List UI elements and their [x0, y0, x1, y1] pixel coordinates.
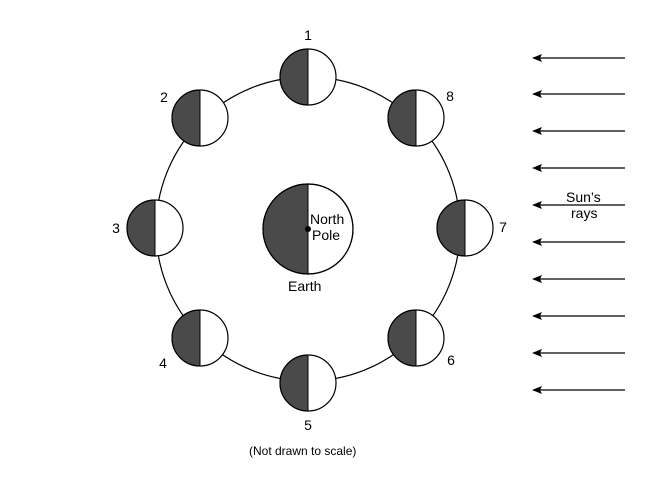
sun-label-line1: Sun’s: [566, 189, 601, 205]
moon-outline: [436, 199, 494, 257]
moon-label-7: 7: [499, 219, 507, 235]
sun-ray-arrow: [532, 275, 625, 283]
sun-ray-arrow: [532, 127, 625, 135]
earth-shadow-half: [262, 183, 309, 275]
moon-6: 6: [387, 309, 455, 368]
sun-ray-arrow: [532, 349, 625, 357]
sun-ray-arrow: [532, 90, 625, 98]
moon-1: 1: [279, 27, 337, 106]
north-pole-dot: [305, 226, 311, 232]
moon-outline: [387, 309, 445, 367]
sun-ray-arrowhead: [532, 312, 542, 320]
moon-label-2: 2: [160, 89, 168, 105]
sun-ray-arrowhead: [532, 201, 542, 209]
sun-rays-group: [532, 54, 625, 394]
moon-label-8: 8: [446, 88, 454, 104]
scale-note: (Not drawn to scale): [249, 444, 356, 458]
north-pole-label-line1: North: [310, 211, 344, 227]
sun-ray-arrowhead: [532, 54, 542, 62]
moon-outline: [279, 354, 337, 412]
moon-shadow-half: [279, 48, 309, 106]
moon-outline: [171, 89, 229, 147]
moon-2: 2: [160, 89, 229, 147]
moon-shadow-half: [171, 89, 201, 147]
moon-group: 1 2 3 4 5 6 7 8: [112, 27, 507, 433]
moon-shadow-half: [279, 354, 309, 412]
moon-5: 5: [279, 354, 337, 433]
earth-outline: [262, 183, 354, 275]
moon-8: 8: [387, 88, 454, 147]
sun-ray-arrowhead: [532, 238, 542, 246]
moon-label-4: 4: [159, 355, 167, 371]
sun-ray-arrowhead: [532, 164, 542, 172]
sun-label-line2: rays: [571, 205, 597, 221]
moon-label-1: 1: [304, 27, 312, 43]
sun-ray-arrow: [532, 201, 625, 209]
moon-label-3: 3: [112, 220, 120, 236]
sun-ray-arrowhead: [532, 90, 542, 98]
moon-outline: [171, 309, 229, 367]
moon-4: 4: [159, 309, 229, 371]
moon-shadow-half: [387, 89, 417, 147]
moon-label-6: 6: [447, 352, 455, 368]
sun-ray-arrowhead: [532, 127, 542, 135]
moon-shadow-half: [171, 309, 201, 367]
moon-shadow-half: [436, 199, 466, 257]
moon-3: 3: [112, 199, 184, 257]
earth-label: Earth: [288, 278, 321, 294]
sun-ray-arrow: [532, 238, 625, 246]
moon-outline: [126, 199, 184, 257]
moon-7: 7: [436, 199, 507, 257]
sun-ray-arrow: [532, 312, 625, 320]
sun-ray-arrowhead: [532, 275, 542, 283]
sun-ray-arrow: [532, 386, 625, 394]
earth: [262, 183, 354, 275]
north-pole-label-line2: Pole: [312, 227, 340, 243]
moon-shadow-half: [126, 199, 156, 257]
moon-shadow-half: [387, 309, 417, 367]
moon-outline: [387, 89, 445, 147]
sun-ray-arrowhead: [532, 349, 542, 357]
moon-label-5: 5: [304, 417, 312, 433]
sun-ray-arrow: [532, 164, 625, 172]
moon-outline: [279, 48, 337, 106]
sun-ray-arrowhead: [532, 386, 542, 394]
sun-ray-arrow: [532, 54, 625, 62]
